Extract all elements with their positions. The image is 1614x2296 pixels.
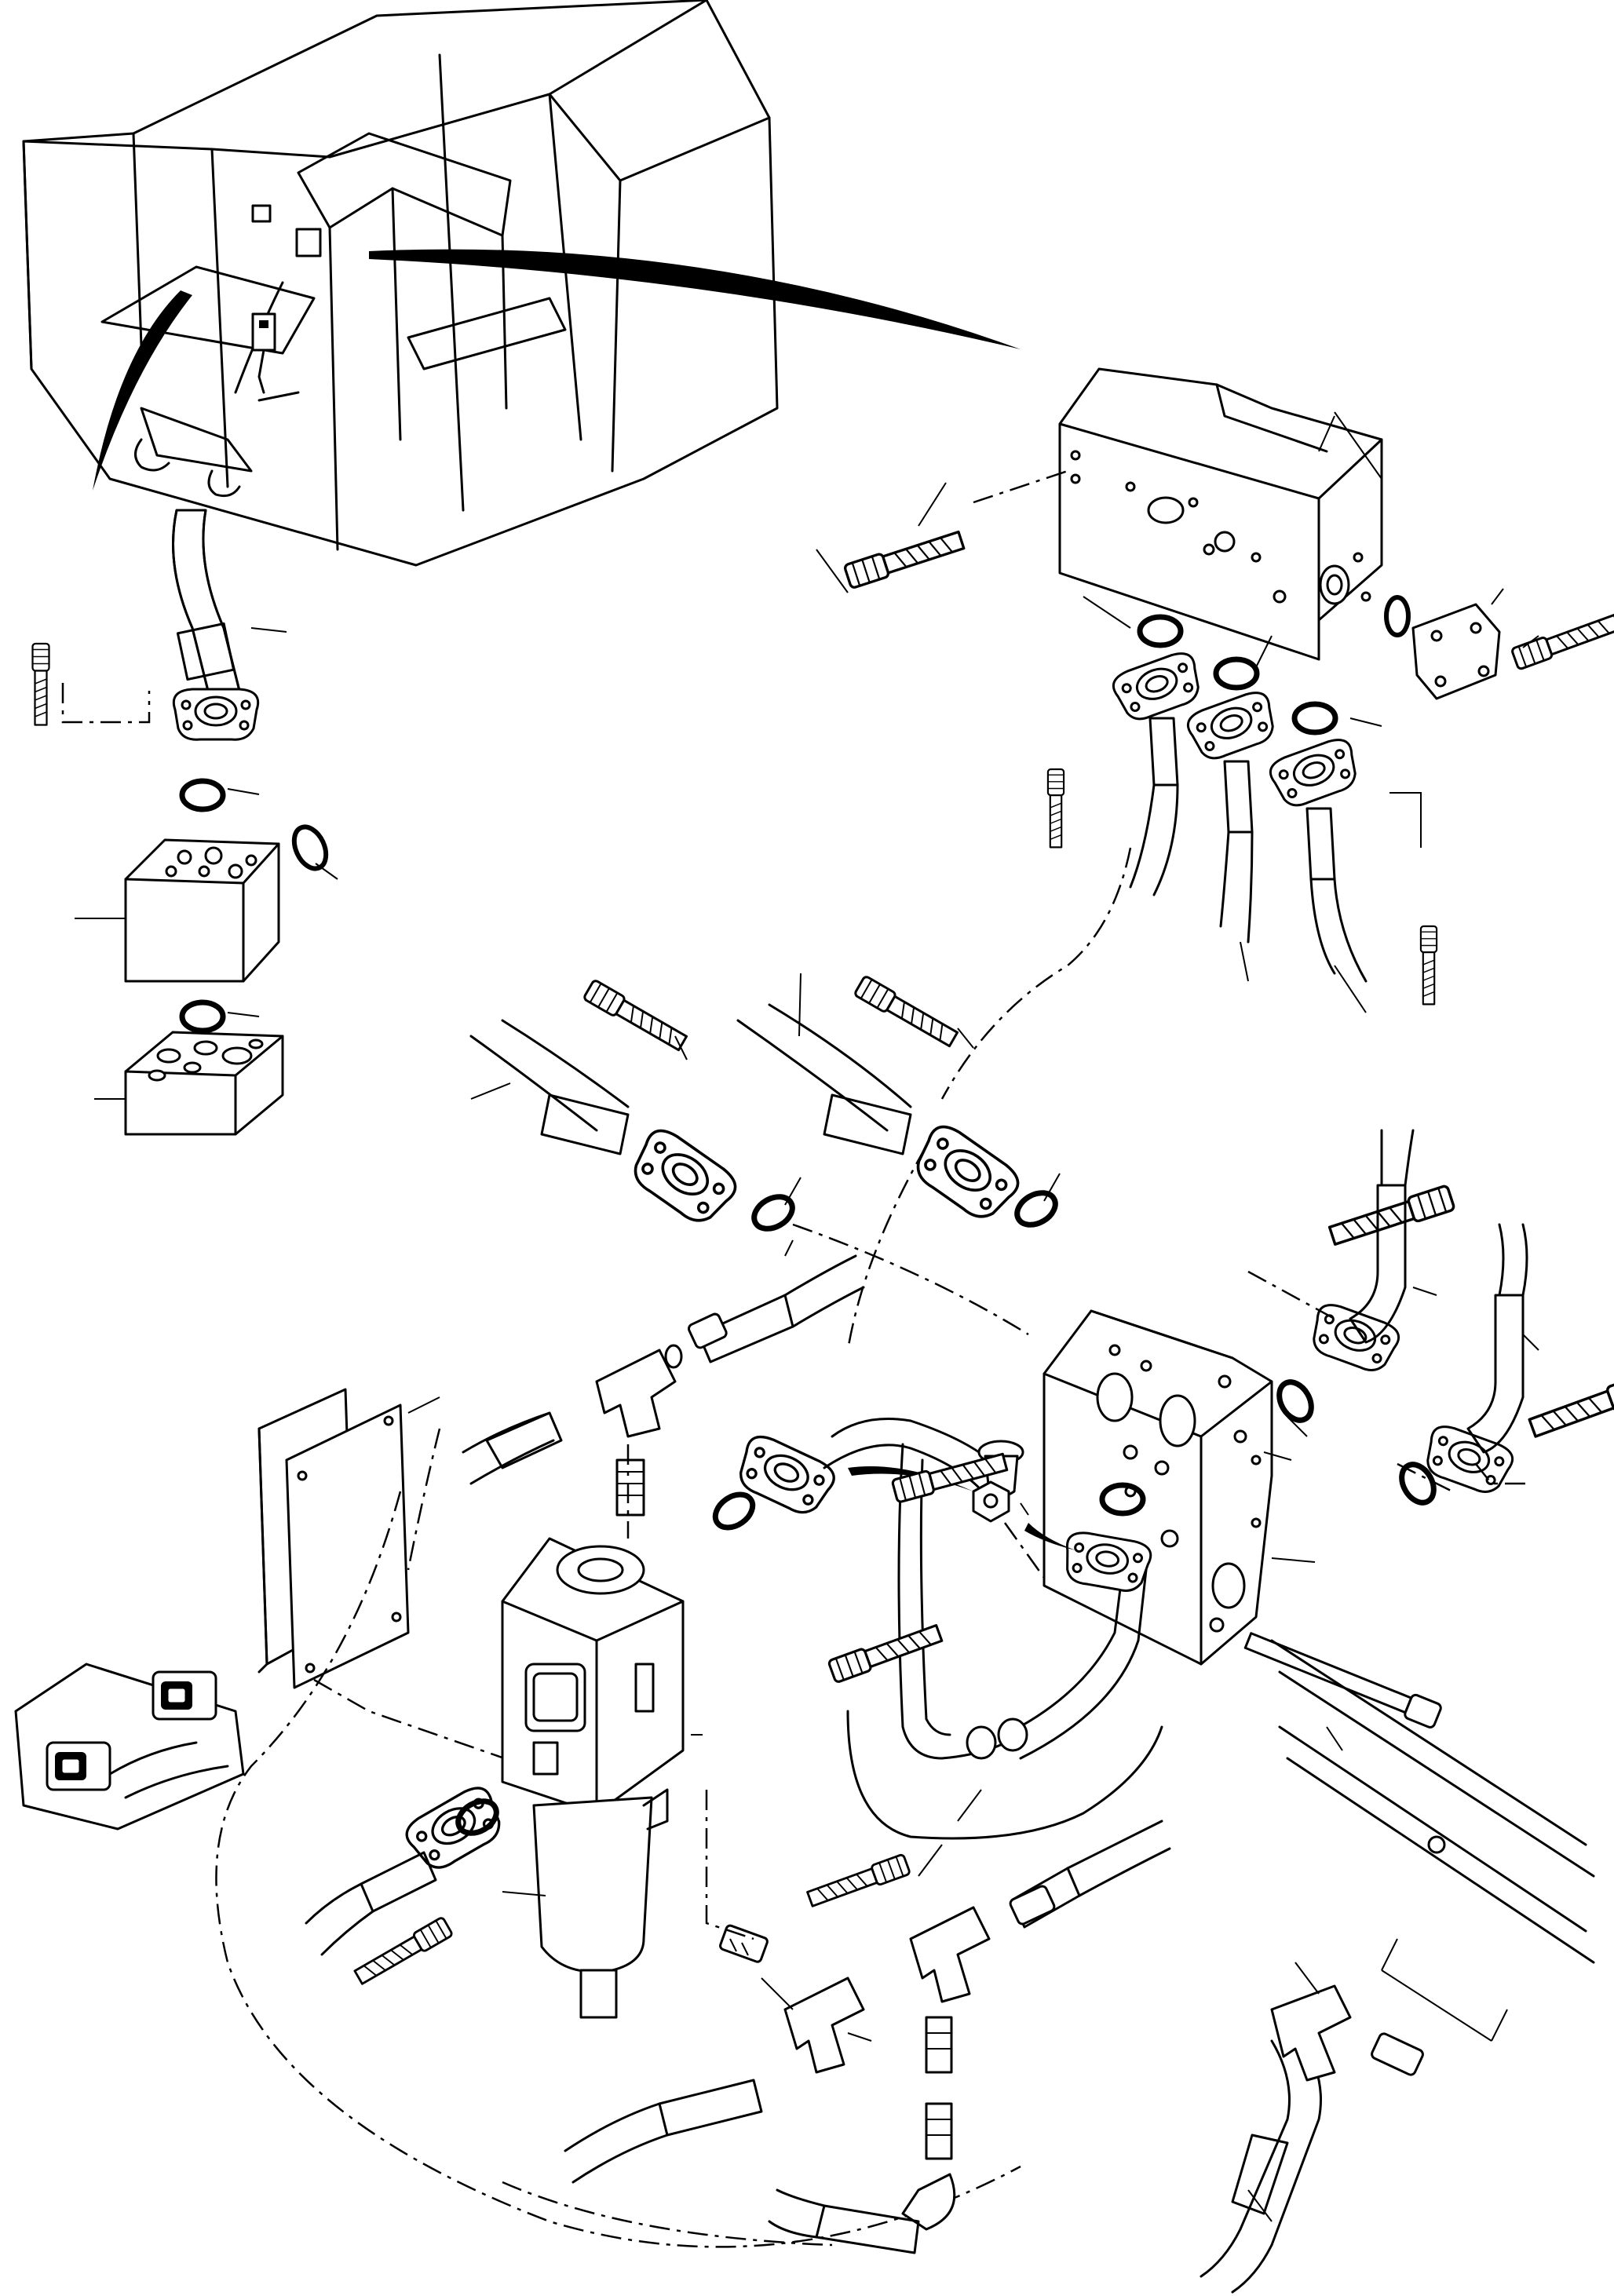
valve-block-upper [124,838,280,983]
o-ring-left-1 [182,781,223,809]
o-ring-left-2 [291,824,329,871]
flange-pipe-end [729,1429,841,1522]
cap-screw-secondary-1 [1327,1184,1456,1250]
machine-overview [22,0,1021,567]
o-ring-port-1 [1140,617,1181,645]
elbow-fitting-right [1270,1984,1424,2082]
cap-screw-bottom-left [352,1915,455,1988]
o-ring-left-3 [182,1002,223,1031]
cap-screw-secondary-2 [1526,1372,1614,1442]
nut [972,1480,1010,1523]
t-fitting-top [595,1344,683,1438]
cap-screw-top [842,527,966,590]
bottom-fittings [305,1639,1595,2294]
main-valve-block [816,367,1614,1100]
elbow-pipe-assembly [709,1418,1163,1840]
flange-port-2 [1183,687,1282,766]
connector-vertical [925,2016,953,2160]
center-hose-assemblies [469,973,1061,1351]
split-flange-bottom [400,1780,511,1878]
split-flange-center-1 [623,1122,743,1233]
split-flange-left [172,688,260,741]
nipple-vertical [615,1458,645,1517]
o-ring-secondary-1 [1273,1376,1317,1425]
cap-screw-pipe [827,1621,944,1685]
flange-port-1 [1108,648,1207,727]
solenoid-valve-2 [152,1670,217,1721]
t-fitting-bottom-2 [909,1906,991,2003]
long-bolt [1243,1632,1442,1728]
cap-screw-center-2 [853,974,961,1050]
o-ring-center-2 [1011,1186,1061,1231]
o-ring-center-1 [748,1190,798,1235]
o-ring-block-side [1384,595,1411,637]
o-ring-port-3 [1294,704,1335,732]
o-ring-pipe [709,1487,758,1534]
solenoid-valve-1 [46,1741,111,1791]
split-flange-center-2 [905,1118,1026,1229]
control-unit-icon [251,312,276,352]
filter-housing-assembly [462,1239,865,2019]
cap-screw-port-3 [1419,925,1438,1006]
electrical-panel-group [14,1388,1021,2248]
cap-screw-plate [1510,611,1614,671]
left-valve-stack [31,509,338,1136]
flange-port-3 [1265,734,1364,813]
t-fitting-bottom-1 [783,1977,865,2074]
callout-arrow-down [93,290,192,491]
cap-screw-center-1 [582,978,690,1054]
blanking-plate [1411,603,1501,700]
adapter-left [719,1924,769,1963]
secondary-valve-block [1043,1129,1614,1751]
valve-block-lower [124,1031,284,1136]
cap-screw-left [31,642,50,726]
o-ring-port-2 [1216,659,1257,688]
cap-screw-bottom-center [805,1852,911,1911]
cap-screw-port-1 [1046,768,1065,849]
callout-arrow-right [369,249,1021,349]
